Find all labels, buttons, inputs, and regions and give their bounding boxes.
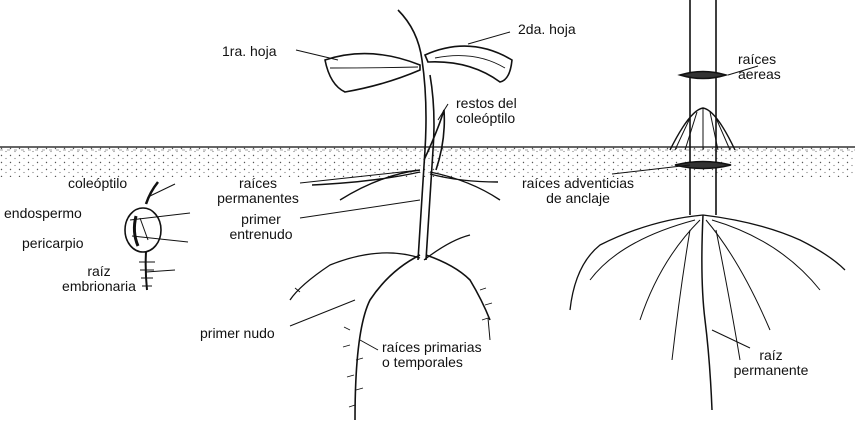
label-raices-adventicias-line1: raíces adventicias bbox=[508, 176, 648, 191]
label-segunda-hoja: 2da. hoja bbox=[518, 22, 576, 37]
label-raices-aereas: raíces aereas bbox=[738, 52, 781, 82]
label-primera-hoja: 1ra. hoja bbox=[222, 44, 276, 59]
label-raices-permanentes-line1: raíces bbox=[212, 176, 304, 191]
label-raices-primarias: raíces primarias o temporales bbox=[382, 340, 482, 370]
label-raices-primarias-line1: raíces primarias bbox=[382, 340, 482, 355]
label-endospermo: endospermo bbox=[4, 206, 82, 221]
label-primer-nudo: primer nudo bbox=[200, 326, 275, 341]
label-raices-aereas-line1: raíces bbox=[738, 52, 781, 67]
label-restos-coleoptilo-line2: coleóptilo bbox=[456, 111, 517, 126]
label-restos-coleoptilo: restos del coleóptilo bbox=[456, 96, 517, 126]
label-raiz-permanente: raíz permanente bbox=[716, 348, 826, 378]
label-raiz-embrionaria-line1: raíz bbox=[56, 264, 142, 279]
label-primer-entrenudo: primer entrenudo bbox=[222, 212, 300, 242]
label-coleoptilo: coleóptilo bbox=[68, 176, 127, 191]
label-raices-permanentes-line2: permanentes bbox=[212, 191, 304, 206]
label-raices-aereas-line2: aereas bbox=[738, 67, 781, 82]
label-raiz-embrionaria: raíz embrionaria bbox=[56, 264, 142, 294]
label-raiz-permanente-line2: permanente bbox=[716, 363, 826, 378]
label-primer-entrenudo-line1: primer bbox=[222, 212, 300, 227]
label-primer-entrenudo-line2: entrenudo bbox=[222, 227, 300, 242]
label-raices-permanentes: raíces permanentes bbox=[212, 176, 304, 206]
label-raices-adventicias-line2: de anclaje bbox=[508, 191, 648, 206]
label-pericarpio: pericarpio bbox=[22, 236, 83, 251]
label-raices-primarias-line2: o temporales bbox=[382, 355, 482, 370]
label-raices-adventicias: raíces adventicias de anclaje bbox=[508, 176, 648, 206]
label-raiz-permanente-line1: raíz bbox=[716, 348, 826, 363]
label-restos-coleoptilo-line1: restos del bbox=[456, 96, 517, 111]
label-raiz-embrionaria-line2: embrionaria bbox=[56, 279, 142, 294]
